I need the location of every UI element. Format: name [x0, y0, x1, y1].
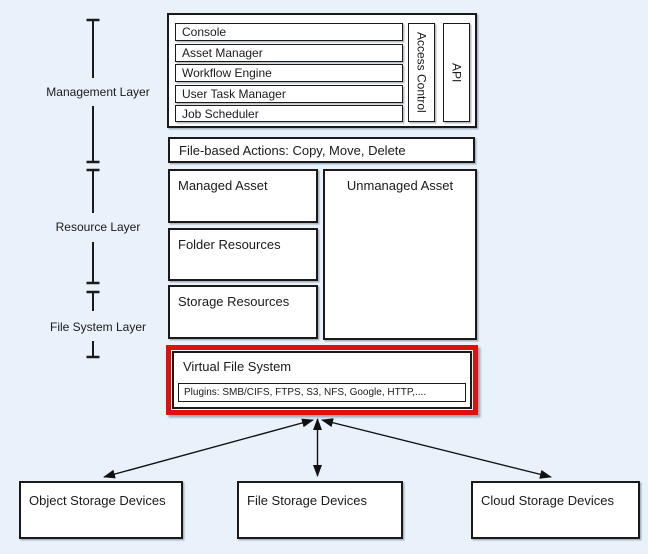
plugins-box: Plugins: SMB/CIFS, FTPS, S3, NFS, Google… — [178, 383, 466, 402]
file-based-actions-bar: File-based Actions: Copy, Move, Delete — [168, 137, 475, 163]
file-system-layer-label: File System Layer — [49, 320, 147, 334]
module-workflow-engine: Workflow Engine — [175, 64, 403, 82]
module-job-scheduler: Job Scheduler — [175, 105, 403, 122]
cloud-storage-devices-box: Cloud Storage Devices — [471, 481, 640, 539]
virtual-file-system-box: Virtual File System Plugins: SMB/CIFS, F… — [172, 351, 472, 409]
file-storage-devices-box: File Storage Devices — [237, 481, 403, 539]
storage-resources-box: Storage Resources — [168, 285, 318, 339]
unmanaged-asset-box: Unmanaged Asset — [323, 169, 477, 340]
folder-resources-box: Folder Resources — [168, 228, 318, 281]
access-control-box: Access Control — [408, 23, 435, 122]
module-asset-manager: Asset Manager — [175, 44, 403, 62]
resource-layer-label: Resource Layer — [55, 220, 141, 234]
managed-asset-box: Managed Asset — [168, 169, 318, 223]
arrow-vfs-cloud-storage — [321, 418, 552, 479]
module-user-task-manager: User Task Manager — [175, 85, 403, 103]
virtual-file-system-label: Virtual File System — [183, 359, 292, 374]
object-storage-devices-box: Object Storage Devices — [19, 481, 183, 539]
arrow-vfs-object-storage — [103, 418, 314, 479]
virtual-file-system-highlight: Virtual File System Plugins: SMB/CIFS, F… — [166, 345, 478, 415]
module-console: Console — [175, 23, 403, 41]
management-layer-label: Management Layer — [46, 85, 150, 99]
api-box: API — [443, 23, 470, 122]
